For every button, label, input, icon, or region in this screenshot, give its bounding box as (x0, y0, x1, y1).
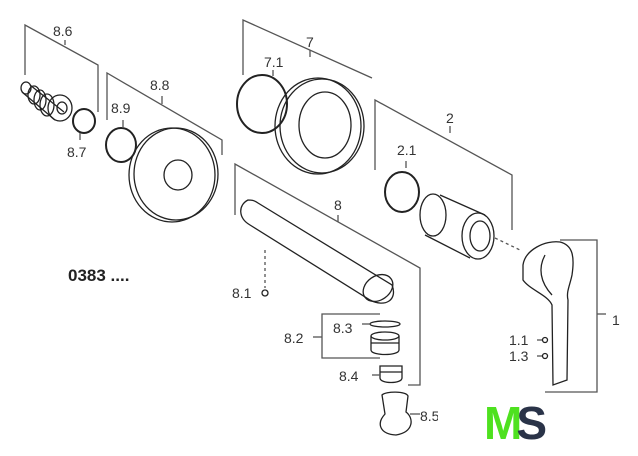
label-1-3: 1.3 (509, 348, 529, 364)
label-8-3: 8.3 (333, 320, 353, 336)
label-8-8: 8.8 (150, 77, 170, 93)
label-8-7: 8.7 (67, 144, 87, 160)
bracket-7 (242, 18, 373, 79)
label-2-1: 2.1 (397, 142, 417, 158)
label-8-2: 8.2 (284, 330, 304, 346)
part-2-1-ring (384, 171, 420, 213)
part-7-rosette (274, 77, 365, 175)
part-8-9-ring (105, 127, 137, 163)
logo-m: M (484, 397, 522, 449)
label-7: 7 (306, 34, 314, 50)
bracket-8-8 (106, 71, 223, 155)
screw-8-1 (261, 289, 269, 297)
part-2-cartridge (419, 193, 495, 260)
label-1-1: 1.1 (509, 332, 529, 348)
label-8-6: 8.6 (53, 23, 73, 39)
part-8-4-insert (372, 365, 403, 384)
part-7-1-ring (236, 74, 288, 134)
part-1-handle (522, 241, 574, 386)
bracket-1 (545, 239, 606, 393)
label-1: 1 (612, 312, 620, 328)
part-8-3-seal (362, 320, 401, 328)
part-8-2-aerator (370, 331, 400, 356)
part-8-5-key (379, 391, 420, 436)
label-8-5: 8.5 (420, 408, 438, 424)
bracket-8 (234, 162, 421, 386)
label-2: 2 (446, 110, 454, 126)
label-8: 8 (334, 197, 342, 213)
model-code: 0383 .... (68, 266, 130, 285)
label-8-9: 8.9 (111, 100, 131, 116)
part-8-8-disc (128, 127, 219, 223)
label-8-4: 8.4 (339, 368, 359, 384)
part-8-6-spring (20, 81, 73, 122)
logo-s: S (516, 397, 547, 449)
bracket-8-6 (24, 23, 99, 112)
ms-logo: MS (484, 397, 547, 449)
bracket-2 (374, 98, 513, 230)
part-8-7-ring (72, 108, 96, 134)
label-7-1: 7.1 (264, 54, 284, 70)
label-8-1: 8.1 (232, 285, 252, 301)
bracket-8-2 (313, 313, 380, 359)
part-8-spout (240, 199, 395, 304)
